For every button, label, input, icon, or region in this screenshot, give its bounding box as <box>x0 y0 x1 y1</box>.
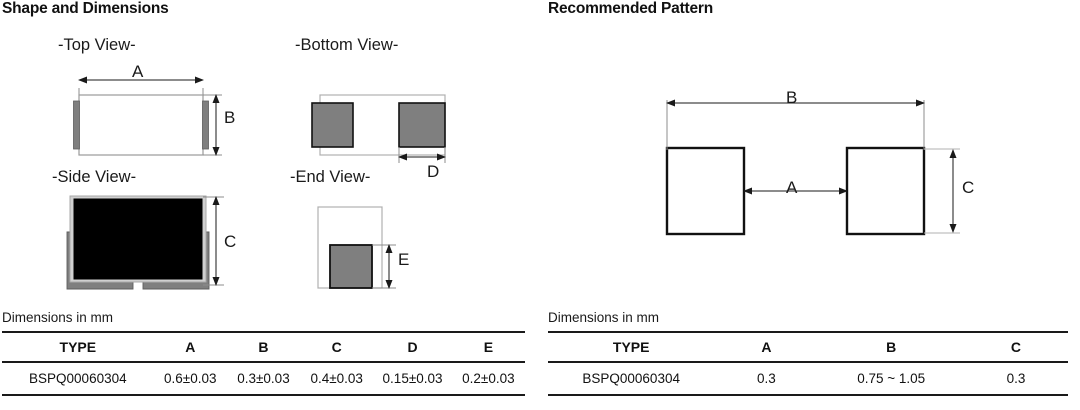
side-view-label: -Side View- <box>52 168 137 186</box>
end-view-drawing <box>317 206 396 289</box>
cell-c: 0.3 <box>963 362 1068 396</box>
bottom-view-pad-left <box>311 102 354 148</box>
left-dimensions-table: TYPE A B C D E BSPQ00060304 0.6±0.03 0.3… <box>2 331 525 396</box>
dimension-label-d: D <box>427 162 440 181</box>
table-header-row: TYPE A B C <box>548 331 1068 363</box>
recommended-pattern-drawing <box>665 99 960 236</box>
top-view-label: -Top View- <box>58 36 136 54</box>
side-view-body <box>73 198 203 280</box>
dimension-label-b: B <box>224 108 236 127</box>
cell-a: 0.3 <box>714 362 819 396</box>
dimension-label-c: C <box>224 232 237 251</box>
bottom-view-pad-right <box>398 102 446 148</box>
top-view-terminal-left <box>73 100 80 150</box>
component-drawings <box>66 76 446 290</box>
end-view-termination <box>329 244 373 289</box>
top-view-terminal-right <box>202 100 209 150</box>
top-view-body <box>78 94 204 156</box>
header-type: TYPE <box>548 331 715 363</box>
header-a: A <box>153 331 227 363</box>
header-e: E <box>451 331 525 363</box>
recommended-pattern-title: Recommended Pattern <box>548 0 714 17</box>
pattern-dimension-label-b: B <box>786 88 798 107</box>
header-type: TYPE <box>2 331 154 363</box>
bottom-view-drawing <box>311 94 446 163</box>
header-b: B <box>226 331 301 363</box>
right-units-note: Dimensions in mm <box>548 310 660 325</box>
header-b: B <box>818 331 964 363</box>
cell-b: 0.3±0.03 <box>226 362 301 396</box>
right-dimensions-table: TYPE A B C BSPQ00060304 0.3 0.75 ~ 1.05 … <box>548 331 1068 396</box>
dimension-label-a: A <box>132 62 144 81</box>
pattern-pad-left <box>665 146 746 236</box>
bottom-view-label: -Bottom View- <box>295 36 399 54</box>
end-view-label: -End View- <box>290 168 371 186</box>
table-header-row: TYPE A B C D E <box>2 331 525 363</box>
header-d: D <box>373 331 452 363</box>
cell-c: 0.4±0.03 <box>300 362 374 396</box>
recommended-pattern-panel: Recommended Pattern B A C <box>540 0 1080 410</box>
shape-and-dimensions-panel: Shape and Dimensions -Top View- -Bottom … <box>2 0 525 396</box>
dimension-label-e: E <box>398 250 410 269</box>
cell-b: 0.75 ~ 1.05 <box>818 362 964 396</box>
side-view-drawing <box>66 195 224 290</box>
header-a: A <box>714 331 819 363</box>
cell-type: BSPQ00060304 <box>2 362 154 396</box>
cell-e: 0.2±0.03 <box>451 362 525 396</box>
header-c: C <box>963 331 1068 363</box>
cell-type: BSPQ00060304 <box>548 362 715 396</box>
pattern-pad-right <box>845 146 926 236</box>
left-units-note: Dimensions in mm <box>2 310 114 325</box>
pattern-dimension-label-c: C <box>962 178 975 197</box>
top-view-drawing <box>73 76 222 156</box>
table-row: BSPQ00060304 0.3 0.75 ~ 1.05 0.3 <box>548 362 1068 396</box>
shape-and-dimensions-title: Shape and Dimensions <box>2 0 169 17</box>
cell-a: 0.6±0.03 <box>153 362 227 396</box>
cell-d: 0.15±0.03 <box>373 362 452 396</box>
header-c: C <box>300 331 374 363</box>
table-row: BSPQ00060304 0.6±0.03 0.3±0.03 0.4±0.03 … <box>2 362 525 396</box>
